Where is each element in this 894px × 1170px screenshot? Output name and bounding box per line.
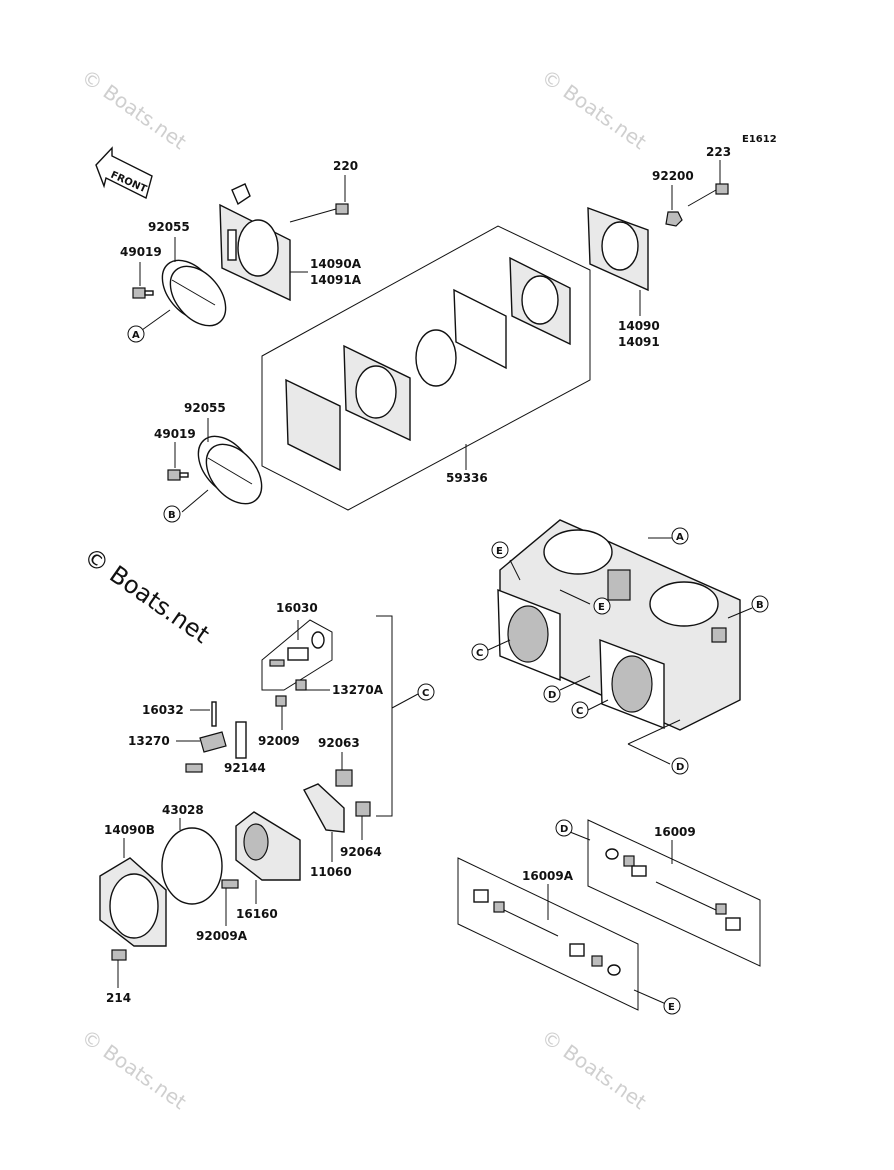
label-43028: 43028 <box>162 803 204 817</box>
svg-text:E: E <box>598 602 605 613</box>
label-220: 220 <box>333 159 358 173</box>
spring-92144 <box>235 721 247 759</box>
svg-text:D: D <box>548 690 556 701</box>
diaphragm-43028 <box>161 827 223 905</box>
svg-text:C: C <box>476 648 483 659</box>
gasket-92055-top <box>161 259 227 327</box>
label-92055-top: 92055 <box>148 220 190 234</box>
ref-a-top: A <box>127 325 145 343</box>
diagram-code: E1612 <box>742 134 777 145</box>
label-13270: 13270 <box>128 734 170 748</box>
watermark-top-right: © Boats.net <box>537 64 651 154</box>
screw-13270 <box>185 763 203 773</box>
label-92064: 92064 <box>340 845 382 859</box>
label-214: 214 <box>106 991 131 1005</box>
label-92055-bottom: 92055 <box>184 401 226 415</box>
ref-a-right: A <box>671 527 689 545</box>
bolt-220 <box>289 203 349 223</box>
part-16160 <box>235 811 301 881</box>
pin-16032 <box>211 701 217 727</box>
bolt-92063 <box>335 769 353 787</box>
box-16009A <box>457 857 639 1011</box>
svg-text:D: D <box>560 824 568 835</box>
label-92144: 92144 <box>224 761 266 775</box>
watermark-bottom-right: © Boats.net <box>537 1024 651 1114</box>
bolt-49019-top <box>132 287 154 299</box>
kit-frame-59336 <box>261 225 591 511</box>
needle-16009A <box>473 889 621 976</box>
label-92063: 92063 <box>318 736 360 750</box>
ref-b-right: B <box>751 595 769 613</box>
svg-text:A: A <box>132 330 140 341</box>
watermark-bottom-left: © Boats.net <box>77 1024 191 1114</box>
front-arrow-icon: FRONT <box>95 146 153 200</box>
svg-text:A: A <box>676 532 684 543</box>
ref-e-needle: E <box>663 997 681 1015</box>
label-92009A: 92009A <box>196 929 248 943</box>
kit-59336-parts <box>285 256 571 472</box>
screw-214 <box>111 949 127 961</box>
part-13270 <box>199 731 227 753</box>
label-92009: 92009 <box>258 734 300 748</box>
watermark-top-left: © Boats.net <box>77 64 191 154</box>
screw-92009A <box>221 879 239 889</box>
label-92200: 92200 <box>652 169 694 183</box>
ref-d-needle: D <box>555 819 573 837</box>
svg-text:C: C <box>576 706 583 717</box>
cover-14090B <box>99 857 167 947</box>
svg-text:E: E <box>496 546 503 557</box>
ref-d-bottom: D <box>671 757 689 775</box>
svg-text:B: B <box>756 600 764 611</box>
label-49019-bottom: 49019 <box>154 427 196 441</box>
bolt-223 <box>687 183 729 207</box>
ref-c-left: C <box>471 643 489 661</box>
label-14090: 14090 <box>618 319 660 333</box>
label-14091A: 14091A <box>310 273 362 287</box>
screw-92009 <box>275 695 287 707</box>
label-11060: 11060 <box>310 865 352 879</box>
label-16009A: 16009A <box>522 869 574 883</box>
part-16030 <box>269 631 325 667</box>
label-14090B: 14090B <box>104 823 155 837</box>
label-49019-top: 49019 <box>120 245 162 259</box>
label-16160: 16160 <box>236 907 278 921</box>
box-16009 <box>587 819 761 967</box>
label-16009: 16009 <box>654 825 696 839</box>
ref-c-bracket: C <box>417 683 435 701</box>
bolt-92064 <box>355 801 371 817</box>
label-14090A: 14090A <box>310 257 362 271</box>
label-59336: 59336 <box>446 471 488 485</box>
ref-b-left: B <box>163 505 181 523</box>
plate-14090 <box>587 206 649 292</box>
svg-text:E: E <box>668 1002 675 1013</box>
gasket-92055-bottom <box>197 435 263 505</box>
ref-e-mid: E <box>593 597 611 615</box>
label-13270A: 13270A <box>332 683 384 697</box>
svg-text:B: B <box>168 510 176 521</box>
nut-92200 <box>665 211 683 227</box>
bracket-c <box>376 615 393 817</box>
label-14091: 14091 <box>618 335 660 349</box>
needle-16009 <box>605 848 741 931</box>
plate-14090A <box>219 183 291 302</box>
part-13270A <box>295 679 307 691</box>
label-16030: 16030 <box>276 601 318 615</box>
gasket-11060 <box>303 783 345 833</box>
ref-e-top: E <box>491 541 509 559</box>
svg-text:D: D <box>676 762 684 773</box>
throttle-body <box>497 519 741 731</box>
watermark-center-left: © Boats.net <box>79 542 215 649</box>
label-16032: 16032 <box>142 703 184 717</box>
ref-c-mid: C <box>571 701 589 719</box>
ref-d-mid: D <box>543 685 561 703</box>
bolt-49019-bottom <box>167 469 189 481</box>
label-223: 223 <box>706 145 731 159</box>
svg-text:C: C <box>422 688 429 699</box>
box-16030 <box>261 619 333 691</box>
